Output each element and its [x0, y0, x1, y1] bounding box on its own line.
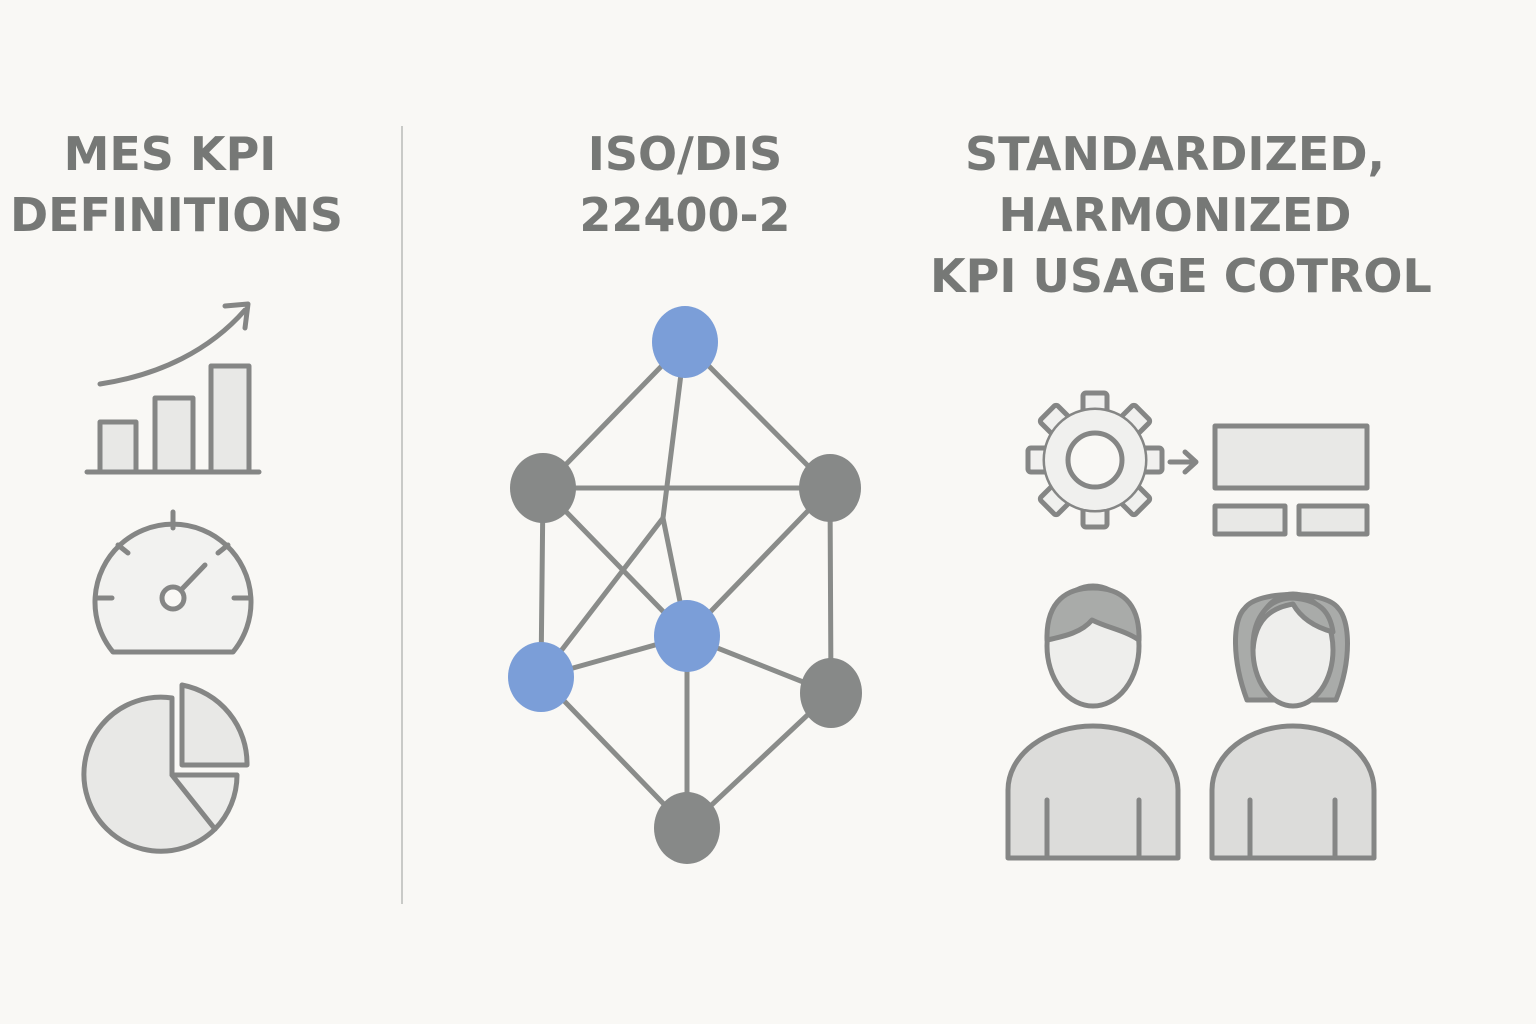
network-node-right-lower: [800, 658, 862, 728]
female-user-icon: [1209, 591, 1377, 861]
male-user-icon: [1005, 583, 1181, 861]
network-node-left-lower: [508, 642, 574, 712]
pie-chart-icon: [81, 682, 250, 854]
bar-chart-trend-icon: [84, 301, 262, 475]
title-line: DEFINITIONS: [10, 188, 343, 242]
column-title-harmonized: STANDARDIZED, HARMONIZED KPI USAGE COTRO…: [930, 124, 1432, 307]
network-nodes: [508, 306, 862, 864]
network-graph-icon: [508, 306, 862, 864]
column-title-mes-kpi: MES KPI DEFINITIONS: [10, 124, 343, 246]
title-line: MES KPI: [63, 127, 277, 181]
gear-icon: [1025, 390, 1165, 530]
title-line: STANDARDIZED,: [965, 127, 1385, 181]
dashboard-panel-icon: [1212, 423, 1370, 537]
title-line: HARMONIZED: [998, 188, 1352, 242]
network-node-bottom: [654, 792, 720, 864]
network-node-center: [654, 600, 720, 672]
network-node-left-upper: [510, 453, 576, 523]
network-node-top: [652, 306, 718, 378]
network-edges: [538, 339, 834, 831]
title-line: KPI USAGE COTROL: [930, 249, 1432, 303]
title-line: ISO/DIS: [587, 127, 783, 181]
arrow-right-icon: [1167, 449, 1199, 475]
column-title-iso: ISO/DIS 22400-2: [520, 124, 850, 246]
network-node-right-upper: [799, 454, 861, 522]
speedometer-gauge-icon: [92, 509, 254, 655]
column-divider: [401, 126, 403, 904]
title-line: 22400-2: [579, 188, 791, 242]
